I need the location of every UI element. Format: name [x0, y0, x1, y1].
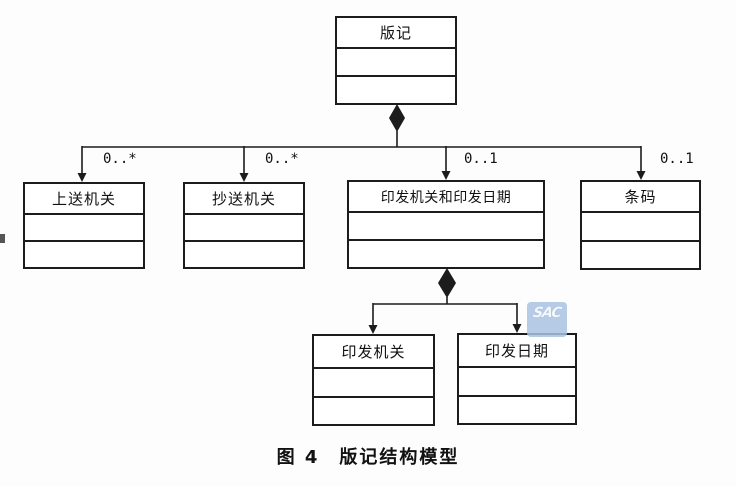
- multiplicity-label: 0..1: [464, 151, 498, 167]
- class-name-label: 印发机关: [314, 336, 433, 369]
- class-name-label: 印发日期: [459, 335, 575, 368]
- class-attributes-compartment: [349, 213, 543, 241]
- class-operations-compartment: [349, 241, 543, 267]
- class-attributes-compartment: [337, 49, 455, 77]
- arrowhead-icon: [512, 324, 522, 333]
- class-box-tiaoma: 条码: [580, 180, 701, 270]
- class-box-banji: 版记: [335, 16, 457, 105]
- arrowhead-icon: [368, 325, 378, 334]
- class-name-label: 印发机关和印发日期: [349, 182, 543, 213]
- arrowhead-icon: [441, 171, 451, 180]
- class-operations-compartment: [314, 398, 433, 425]
- class-operations-compartment: [337, 77, 455, 103]
- class-attributes-compartment: [459, 368, 575, 397]
- multiplicity-label: 0..*: [265, 151, 299, 167]
- class-operations-compartment: [25, 242, 143, 267]
- class-attributes-compartment: [314, 369, 433, 398]
- composition-connector-root: [77, 104, 646, 182]
- class-attributes-compartment: [582, 213, 699, 242]
- composition-diamond-icon: [389, 104, 405, 132]
- class-name-label: 抄送机关: [185, 184, 303, 215]
- class-box-yinfa-riqi: 印发日期: [457, 333, 577, 425]
- composition-connector-yinfa: [368, 268, 522, 334]
- class-operations-compartment: [185, 242, 303, 267]
- class-attributes-compartment: [25, 215, 143, 242]
- class-name-label: 条码: [582, 182, 699, 213]
- class-box-yinfa-jiguan: 印发机关: [312, 334, 435, 426]
- sac-watermark-logo: SAC: [527, 302, 567, 337]
- class-box-shangsong-jiguan: 上送机关: [23, 182, 145, 269]
- arrowhead-icon: [77, 173, 87, 182]
- class-box-chaosong-jiguan: 抄送机关: [183, 182, 305, 269]
- class-box-yinfa-jiguan-he-riqi: 印发机关和印发日期: [347, 180, 545, 269]
- scan-artifact: [0, 234, 5, 243]
- figure-caption: 图 4 版记结构模型: [276, 447, 460, 468]
- class-operations-compartment: [459, 397, 575, 424]
- class-attributes-compartment: [185, 215, 303, 242]
- multiplicity-label: 0..*: [103, 151, 137, 167]
- class-name-label: 上送机关: [25, 184, 143, 215]
- multiplicity-label: 0..1: [660, 151, 694, 167]
- arrowhead-icon: [636, 171, 646, 180]
- sac-watermark-text: SAC: [531, 305, 562, 321]
- arrowhead-icon: [239, 173, 249, 182]
- class-name-label: 版记: [337, 18, 455, 49]
- composition-diamond-icon: [438, 268, 456, 298]
- class-operations-compartment: [582, 242, 699, 269]
